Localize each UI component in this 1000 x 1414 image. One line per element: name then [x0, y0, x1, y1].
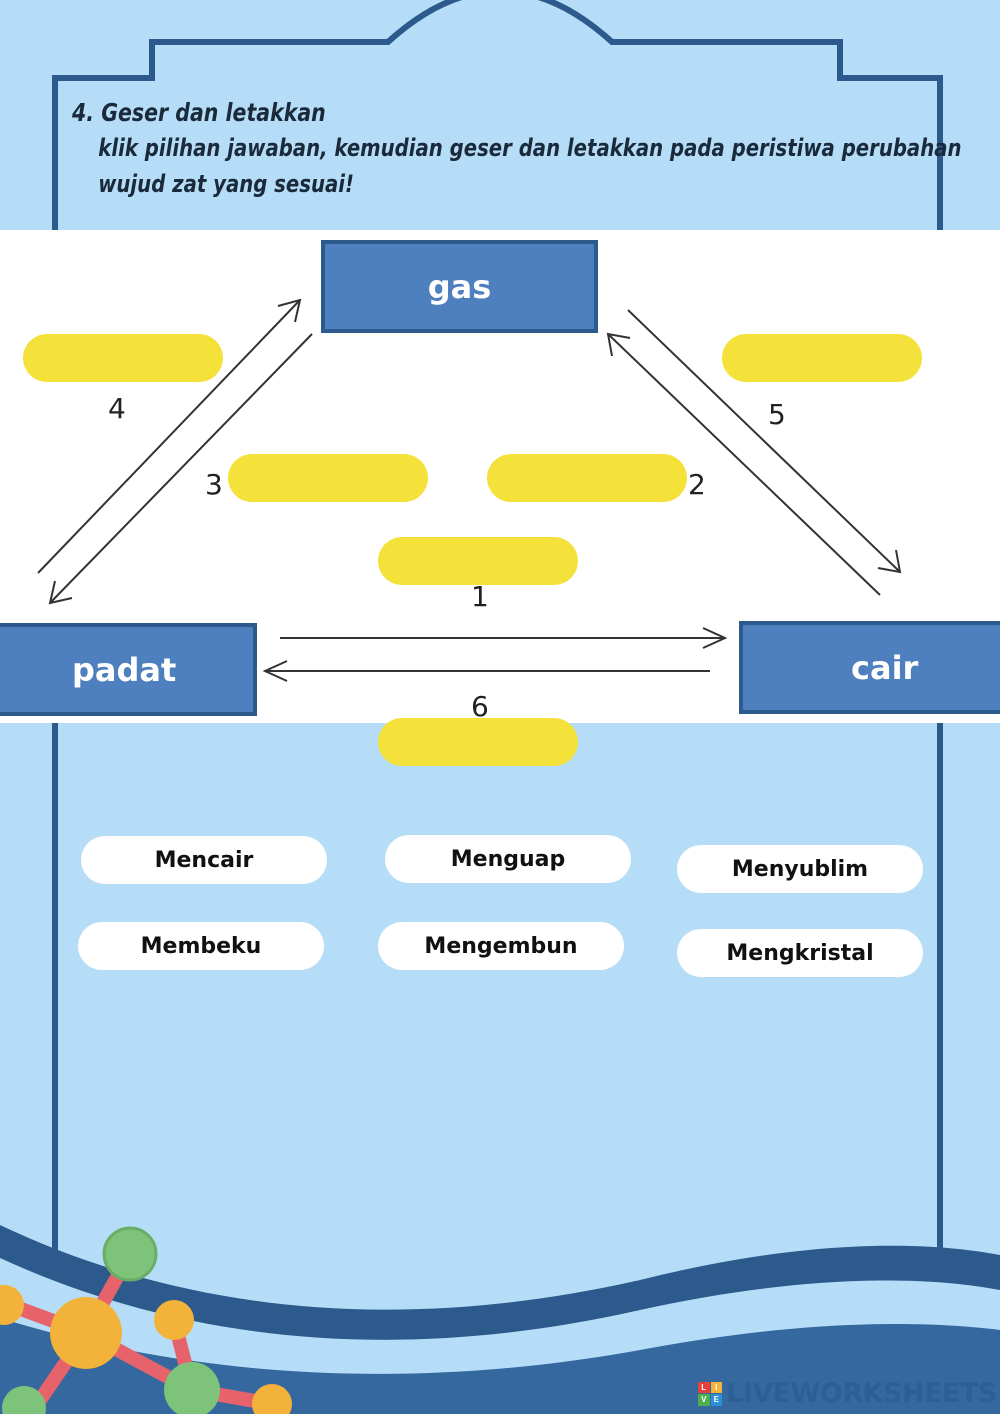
state-cair-label: cair — [851, 648, 919, 687]
arrow-head — [702, 627, 728, 649]
liveworksheets-logo-icon: L I V E — [698, 1381, 722, 1406]
drop-slot-1[interactable] — [378, 537, 578, 585]
wave-base — [0, 1318, 1000, 1414]
state-padat-box: padat — [0, 623, 257, 716]
slot-number-3: 3 — [205, 468, 223, 501]
instruction-title: 4. Geser dan letakkan — [72, 98, 326, 127]
choice-mengkristal[interactable]: Mengkristal — [677, 929, 923, 977]
arrow-gas-to-padat — [49, 333, 313, 604]
liveworksheets-text: LIVEWORKSHEETS — [726, 1378, 997, 1409]
state-padat-label: padat — [72, 650, 177, 689]
slot-number-4: 4 — [108, 392, 126, 425]
instruction-line-2: wujud zat yang sesuai! — [98, 170, 354, 198]
arrow-padat-to-gas — [37, 299, 301, 574]
state-gas-label: gas — [427, 267, 492, 306]
choice-mencair[interactable]: Mencair — [81, 836, 327, 884]
molecule-icon — [0, 1226, 292, 1414]
state-cair-box: cair — [739, 621, 1000, 714]
choice-membeku[interactable]: Membeku — [78, 922, 324, 970]
slot-number-5: 5 — [768, 398, 786, 431]
drop-slot-2[interactable] — [487, 454, 687, 502]
choice-menyublim[interactable]: Menyublim — [677, 845, 923, 893]
arrow-head — [606, 332, 631, 357]
state-gas-box: gas — [321, 240, 598, 333]
drop-slot-4[interactable] — [23, 334, 223, 382]
slot-number-6: 6 — [471, 690, 489, 723]
arrow-head — [262, 660, 288, 682]
choice-menguap[interactable]: Menguap — [385, 835, 631, 883]
arrow-cair-to-gas — [607, 333, 881, 596]
instruction-block: 4. Geser dan letakkan klik pilihan jawab… — [72, 96, 962, 202]
drop-slot-6[interactable] — [378, 718, 578, 766]
arrow-head — [877, 549, 902, 574]
liveworksheets-logo: L I V E LIVEWORKSHEETS — [698, 1378, 997, 1409]
drop-slot-5[interactable] — [722, 334, 922, 382]
arrow-head — [48, 580, 73, 605]
instruction-line-1: klik pilihan jawaban, kemudian geser dan… — [98, 134, 962, 162]
choice-mengembun[interactable]: Mengembun — [378, 922, 624, 970]
drop-slot-3[interactable] — [228, 454, 428, 502]
slot-number-2: 2 — [688, 468, 706, 501]
arrow-gas-to-cair — [627, 309, 901, 573]
arrow-head — [277, 298, 302, 323]
slot-number-1: 1 — [471, 580, 489, 613]
